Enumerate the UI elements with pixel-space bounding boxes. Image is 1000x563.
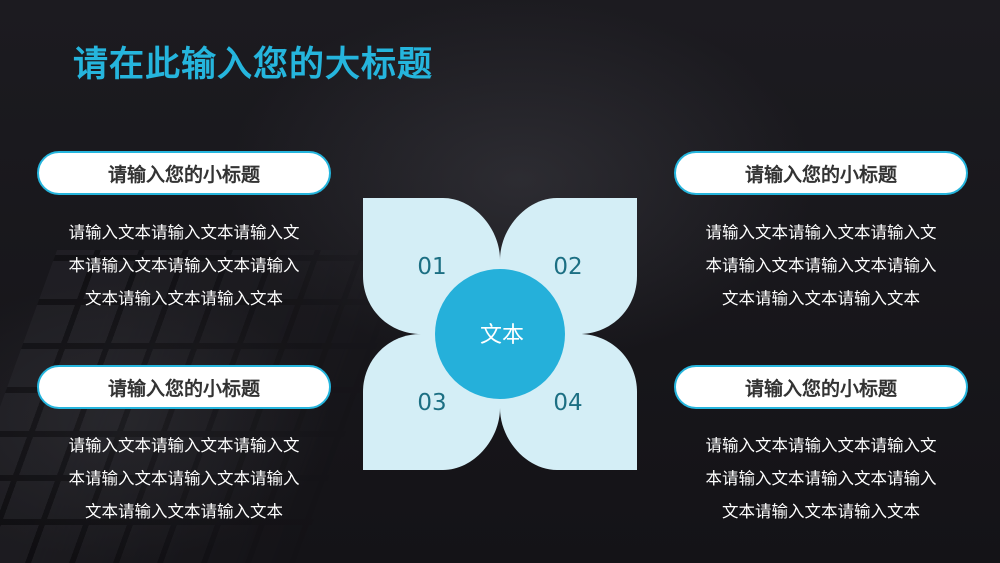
text-line: 请输入文本请输入文本请输入文 [68, 436, 300, 455]
text-line: 文本请输入文本请输入文本 [85, 502, 283, 521]
center-label: 文本 [479, 323, 524, 348]
subtitle-top-right: 请输入您的小标题 [674, 151, 968, 195]
subtitle-top-left: 请输入您的小标题 [37, 151, 331, 195]
text-line: 文本请输入文本请输入文本 [722, 289, 920, 308]
text-block-bottom-right: 请输入文本请输入文本请输入文 本请输入文本请输入文本请输入 文本请输入文本请输入… [687, 429, 955, 528]
petal-diagram [363, 198, 637, 470]
text-line: 本请输入文本请输入文本请输入 [705, 469, 937, 488]
page-title: 请在此输入您的大标题 [73, 45, 434, 85]
text-block-top-right: 请输入文本请输入文本请输入文 本请输入文本请输入文本请输入 文本请输入文本请输入… [687, 216, 955, 315]
center-circle [435, 269, 565, 399]
text-line: 本请输入文本请输入文本请输入 [68, 256, 300, 275]
text-line: 请输入文本请输入文本请输入文 [68, 223, 300, 242]
petal-label-03: 03 [417, 390, 447, 416]
text-line: 请输入文本请输入文本请输入文 [705, 436, 937, 455]
subtitle-bottom-right: 请输入您的小标题 [674, 365, 968, 409]
text-block-top-left: 请输入文本请输入文本请输入文 本请输入文本请输入文本请输入 文本请输入文本请输入… [50, 216, 318, 315]
text-line: 文本请输入文本请输入文本 [85, 289, 283, 308]
petal-label-02: 02 [553, 254, 583, 280]
text-line: 本请输入文本请输入文本请输入 [705, 256, 937, 275]
text-block-bottom-left: 请输入文本请输入文本请输入文 本请输入文本请输入文本请输入 文本请输入文本请输入… [50, 429, 318, 528]
text-line: 文本请输入文本请输入文本 [722, 502, 920, 521]
text-line: 请输入文本请输入文本请输入文 [705, 223, 937, 242]
petal-label-04: 04 [553, 390, 583, 416]
petal-label-01: 01 [417, 254, 447, 280]
text-line: 本请输入文本请输入文本请输入 [68, 469, 300, 488]
subtitle-bottom-left: 请输入您的小标题 [37, 365, 331, 409]
